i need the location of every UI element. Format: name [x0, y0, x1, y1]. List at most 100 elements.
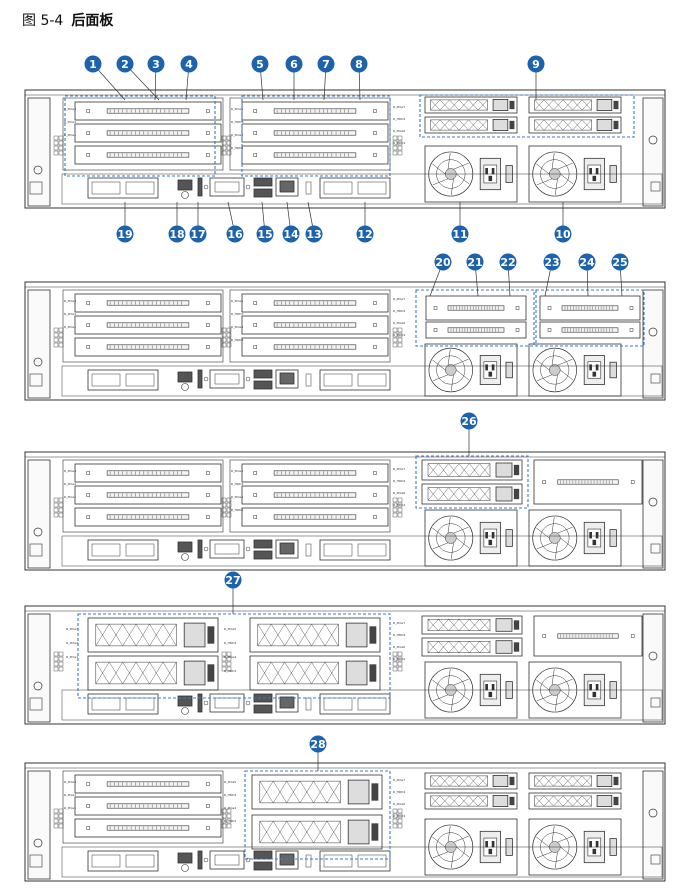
callout-7: 7: [317, 55, 335, 101]
riser-slot-label: R_PCIe7: [393, 778, 405, 782]
ocp-port: [125, 854, 155, 868]
callout-6: 6: [285, 55, 303, 100]
riser-slot-label: R_HDD2: [393, 309, 405, 313]
grille-line: [458, 119, 469, 131]
callout-circle: [527, 55, 545, 73]
grille-line: [95, 662, 110, 684]
riser-slot-label: R_HDD3: [231, 120, 243, 124]
screw-hole: [542, 480, 546, 484]
callout-27: 27: [224, 571, 242, 614]
callout-circle: [305, 225, 323, 243]
fan-blade: [536, 836, 550, 848]
riser-slot-label: R_HDD2: [393, 633, 405, 637]
socket-pin: [589, 684, 592, 691]
pcie-card: [74, 337, 222, 357]
ground-terminal: [29, 181, 43, 195]
socket-pin: [491, 532, 495, 539]
vent-hole: [53, 666, 59, 672]
screw-hole: [253, 471, 257, 475]
screw-hole: [86, 153, 90, 157]
ocp-port: [357, 373, 387, 387]
fan-blade: [451, 851, 454, 869]
screw-hole: [86, 323, 90, 327]
screw-hole: [373, 153, 377, 157]
pcie-card: [241, 145, 389, 165]
grille-line: [149, 662, 164, 684]
callout-circle: [256, 225, 274, 243]
grille-line: [324, 624, 339, 646]
ground-terminal: [29, 543, 43, 557]
rear-io: [61, 689, 663, 721]
riser-slot-label: R_PCIe1: [64, 806, 76, 810]
vent-hole: [397, 327, 403, 333]
grille-line: [448, 463, 460, 477]
usb-3-port: [253, 550, 273, 560]
ground-terminal: [650, 543, 661, 554]
hdd-led: [207, 664, 215, 682]
vent-hole: [226, 651, 232, 657]
hdd-tray: [421, 615, 523, 635]
psu-fan-ring: [540, 523, 570, 553]
screw-hole: [253, 515, 257, 519]
screw-hole: [206, 109, 210, 113]
riser-slot-label: R_PCIe6: [393, 645, 405, 649]
fan-blade: [432, 374, 449, 382]
id-button: [181, 864, 189, 872]
fan-blade: [555, 178, 558, 196]
riser-cage: [62, 770, 224, 844]
riser-slot-label: R_PCIe6: [393, 321, 405, 325]
screw-hole: [373, 109, 377, 113]
callout-number: 15: [257, 228, 272, 241]
dashed-highlight: [241, 95, 391, 177]
vent-hole: [221, 332, 227, 338]
grille-line: [468, 775, 479, 787]
riser-slot-label: R_HDD1: [393, 141, 405, 145]
fan-blade: [432, 163, 446, 175]
hdd-led: [509, 120, 515, 130]
dashed-highlight: [244, 770, 391, 860]
hdd-led: [207, 626, 215, 644]
vent-hole: [221, 497, 227, 503]
riser-slot-label: R_PCIe2: [64, 312, 76, 316]
fan-blade: [557, 162, 573, 170]
ocp-slot-left: [87, 539, 159, 561]
id-button: [181, 707, 189, 715]
ear-screw: [33, 681, 43, 691]
riser-cage: [62, 289, 224, 363]
ocp-port: [91, 181, 121, 195]
grille-line: [311, 624, 326, 646]
screw-hole: [253, 345, 257, 349]
fan-blade: [555, 694, 558, 712]
vent-hole: [58, 651, 64, 657]
socket-pin: [491, 684, 495, 691]
ocp-slot-right: [319, 539, 391, 561]
ocp-port: [91, 373, 121, 387]
riser-slot-label: R_PCIe6: [393, 129, 405, 133]
screw-hole: [86, 493, 90, 497]
screw-hole: [373, 515, 377, 519]
grille-line: [259, 821, 274, 843]
fan-blade: [453, 835, 469, 843]
callout-number: 21: [467, 256, 482, 269]
ear-screw: [648, 808, 658, 818]
hdd-tray: [87, 617, 219, 653]
grille-line: [479, 641, 491, 653]
riser-slot-label: R_PCIe4: [231, 133, 243, 137]
riser-slot-label: R_HDD1: [224, 669, 236, 673]
grille-line: [562, 99, 573, 111]
callout-circle: [168, 225, 186, 243]
grille-line: [430, 775, 441, 787]
grille-line: [439, 775, 450, 787]
callout-number: 14: [283, 228, 299, 241]
vent-hole: [221, 651, 227, 657]
vent-hole: [53, 502, 59, 508]
callout-circle: [451, 225, 469, 243]
hdd-led: [369, 626, 377, 644]
psu-fan-hub: [444, 532, 457, 544]
grille-line: [458, 619, 470, 631]
riser-slot-label: R_HDD1: [393, 333, 405, 337]
callout-circle: [466, 253, 484, 271]
riser-slot-label: R_PCIe5: [231, 469, 243, 473]
